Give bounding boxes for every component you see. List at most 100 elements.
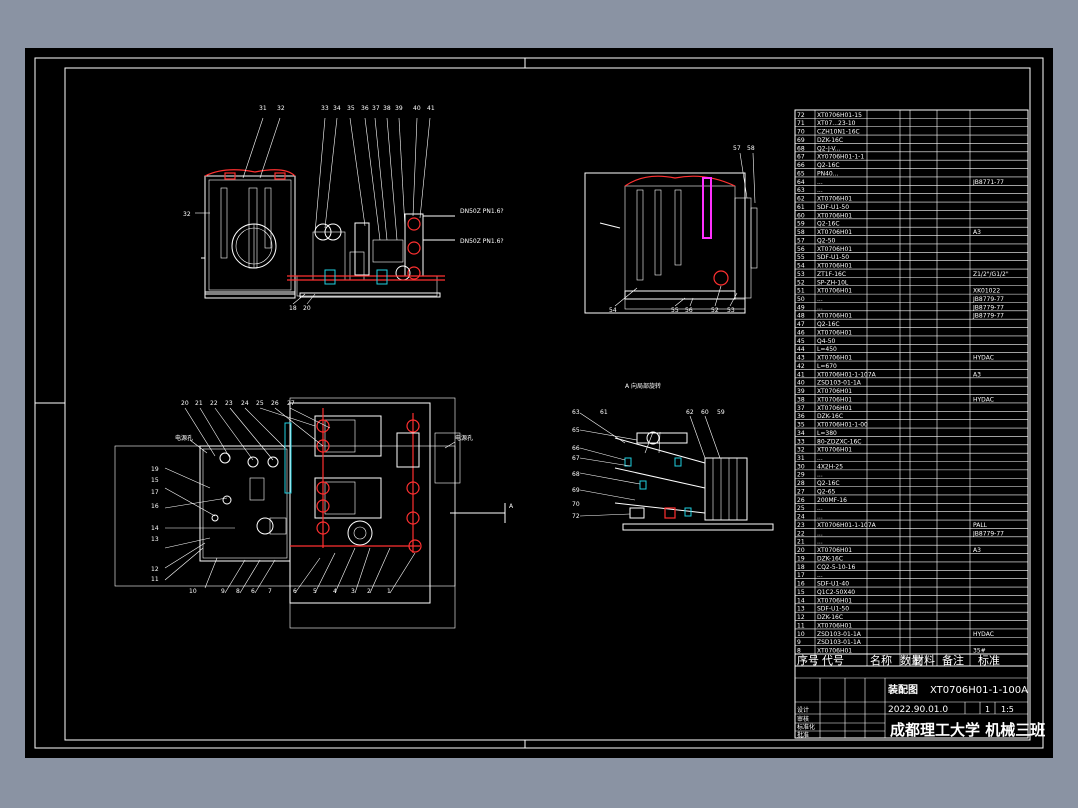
bom-cell-index: 26 [797, 497, 805, 504]
bom-cell-index: 25 [797, 505, 805, 512]
balloon-label: 54 [609, 307, 617, 314]
bom-cell-code: XT0706H01 [817, 396, 852, 403]
bom-cell-code: ... [817, 179, 823, 186]
balloon-label: 5 [313, 588, 317, 595]
bom-cell-code: XT0706H01 [817, 405, 852, 412]
bom-cell-code: 4X2H-25 [817, 463, 843, 470]
bom-cell-index: 12 [797, 614, 805, 621]
balloon-label: 57 [733, 145, 741, 152]
bom-header-cell: 名称 [870, 653, 892, 667]
bom-cell-code: Q1C2-50X40 [817, 589, 855, 596]
balloon-label: 38 [383, 105, 391, 112]
balloon-label: 27 [287, 400, 295, 407]
bom-cell-code: Q2-16C [817, 321, 840, 328]
balloon-label: 16 [151, 503, 159, 510]
bom-cell-index: 60 [797, 212, 805, 219]
bom-cell-code: XT0706H01-1-107A [817, 522, 877, 529]
bom-cell-index: 43 [797, 355, 805, 362]
bom-cell-index: 19 [797, 555, 805, 562]
bom-cell-code: SP-ZH-10L [817, 279, 849, 286]
bom-cell-index: 58 [797, 229, 805, 236]
bom-header-cell: 数量 [900, 654, 922, 667]
bom-cell-index: 24 [797, 514, 805, 521]
bom-cell-index: 20 [797, 547, 805, 554]
bom-cell-index: 71 [797, 120, 805, 127]
bom-cell-code: CQ2-5-10-16 [817, 564, 855, 571]
balloon-label: 65 [572, 427, 580, 434]
balloon-label: 24 [241, 400, 249, 407]
bom-cell-index: 44 [797, 346, 805, 353]
bom-cell-index: 39 [797, 388, 805, 395]
bom-cell-standard: 35# [973, 648, 986, 655]
bom-cell-index: 68 [797, 145, 805, 152]
checker-label: 审核 [797, 715, 809, 723]
balloon-label: 40 [413, 105, 421, 112]
balloon-label: 6 [251, 588, 255, 595]
bom-cell-index: 42 [797, 363, 805, 370]
bom-cell-code: XT0706H01 [817, 229, 852, 236]
balloon-label: 41 [427, 105, 435, 112]
bom-cell-standard: JB8779-77 [972, 296, 1004, 303]
bom-cell-index: 29 [797, 472, 805, 479]
bom-cell-index: 36 [797, 413, 805, 420]
bom-cell-index: 64 [797, 179, 805, 186]
bom-cell-code: SDF-U1-50 [817, 204, 849, 211]
balloon-label: 23 [225, 400, 233, 407]
detail-title: A 向局部旋转 [625, 382, 661, 390]
balloon-label: 31 [259, 105, 267, 112]
designer-label: 设计 [797, 706, 809, 714]
bom-cell-index: 67 [797, 154, 805, 161]
bom-cell-index: 45 [797, 338, 805, 345]
balloon-label: 21 [195, 400, 203, 407]
balloon-label: 60 [701, 409, 709, 416]
level-gauge [702, 177, 712, 239]
balloon-label: 20 [303, 305, 311, 312]
bom-cell-index: 30 [797, 463, 805, 470]
bom-cell-index: 66 [797, 162, 805, 169]
balloon-label: 13 [151, 536, 159, 543]
bom-cell-index: 33 [797, 438, 805, 445]
bom-cell-standard: JB8779-77 [972, 313, 1004, 320]
balloon-label: 26 [271, 400, 279, 407]
inlet-label-1: DN50Z PN1.6? [460, 208, 504, 215]
balloon-label: 63 [572, 409, 580, 416]
bom-cell-code: DZK-16C [817, 413, 843, 420]
bom-cell-code: XT0706H01 [817, 355, 852, 362]
bom-cell-index: 15 [797, 589, 805, 596]
balloon-label: 61 [600, 409, 608, 416]
balloon-label: 37 [372, 105, 380, 112]
balloon-label: 58 [747, 145, 755, 152]
bom-cell-code: ... [817, 514, 823, 521]
balloon-label: 52 [711, 307, 719, 314]
balloon-label: 33 [321, 105, 329, 112]
bom-cell-standard: A3 [973, 547, 981, 554]
bom-cell-code: ... [817, 455, 823, 462]
bom-cell-index: 28 [797, 480, 805, 487]
balloon-label: 25 [256, 400, 264, 407]
bom-cell-code: SDF-U1-50 [817, 606, 849, 613]
bom-cell-index: 69 [797, 137, 805, 144]
balloon-label: 66 [572, 445, 580, 452]
balloon-label: 6 [293, 588, 297, 595]
assembly-label: 装配图 [887, 683, 918, 696]
bom-cell-index: 48 [797, 313, 805, 320]
bom-cell-code: XT0706H01-15 [817, 112, 862, 119]
bom-cell-standard: JB8779-77 [972, 304, 1004, 311]
bom-cell-index: 65 [797, 170, 805, 177]
bom-cell-code: ... [817, 539, 823, 546]
bom-cell-code: Q2-16C [817, 480, 840, 487]
bom-cell-code: Q2-50 [817, 237, 836, 244]
balloon-label: 32 [277, 105, 285, 112]
bom-cell-code: DZK-16C [817, 137, 843, 144]
bom-cell-standard: JB8779-77 [972, 530, 1004, 537]
balloon-label: 34 [333, 105, 341, 112]
bom-cell-index: 51 [797, 288, 805, 295]
date-code: 2022.90.01.0 [888, 705, 948, 715]
bom-cell-code: XT0706H01-1-107A [817, 371, 877, 378]
bom-header-cell: 标准 [978, 653, 1000, 667]
balloon-label: 67 [572, 455, 580, 462]
